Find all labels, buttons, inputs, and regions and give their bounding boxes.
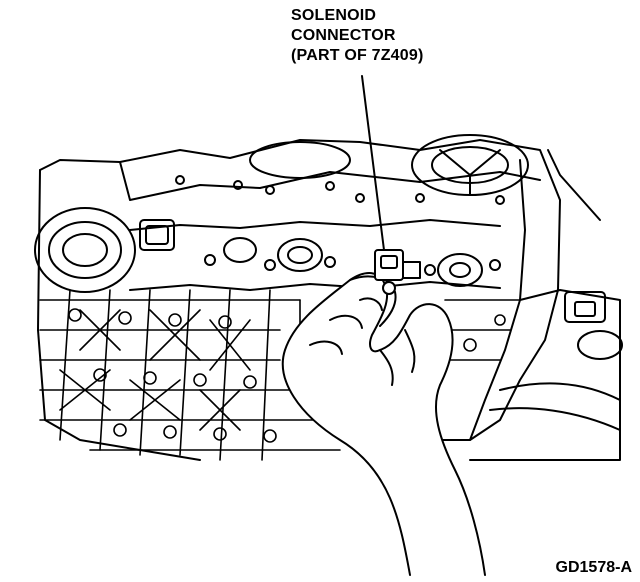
valve-body-rail <box>130 176 504 290</box>
housing-outline <box>38 140 600 460</box>
callout-leader-line <box>362 76 384 250</box>
solenoid-connector-callout: SOLENOID CONNECTOR (PART OF 7Z409) <box>291 6 424 66</box>
callout-line-1: SOLENOID <box>291 7 377 24</box>
case-right-side <box>470 290 622 460</box>
hand-illustration <box>283 273 485 575</box>
valve-body-lower-grid <box>40 290 520 460</box>
figure-id-label: GD1578-A <box>555 559 632 576</box>
callout-line-2: CONNECTOR <box>291 27 396 44</box>
callout-line-3: (PART OF 7Z409) <box>291 47 424 64</box>
solenoid-connector <box>375 250 420 294</box>
bore-circles <box>35 135 528 292</box>
